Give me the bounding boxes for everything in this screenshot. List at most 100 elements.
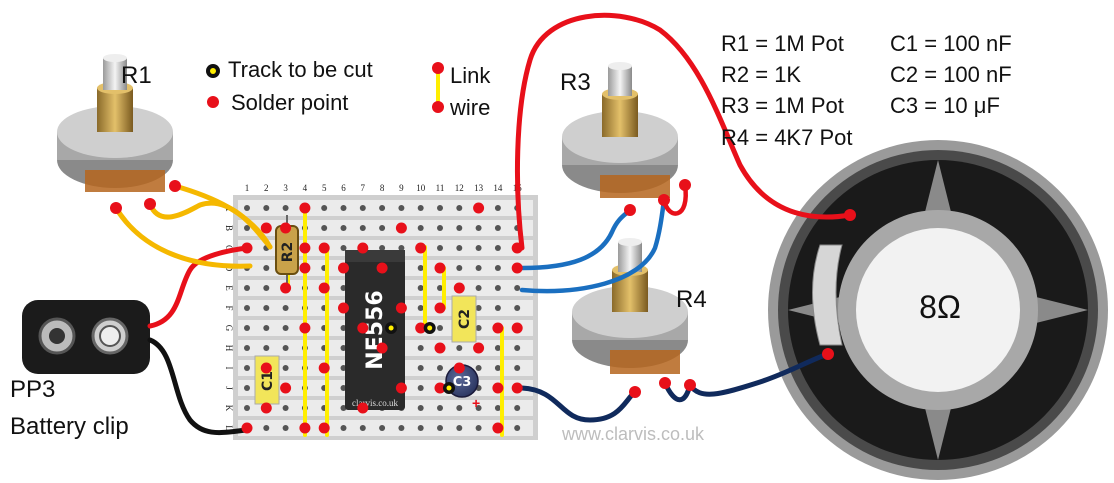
solder-point — [318, 242, 330, 254]
solder-point — [280, 222, 292, 234]
solder-point — [511, 382, 523, 394]
board-hole — [282, 325, 289, 331]
wire-battery-positive — [147, 245, 250, 329]
c1-body — [254, 355, 280, 405]
speaker: 8Ω — [768, 140, 1108, 480]
solder-point — [299, 322, 311, 334]
row-label: E — [224, 285, 234, 291]
legend-link-line2: wire — [449, 95, 490, 120]
solder-point — [357, 242, 369, 254]
c3-label: C3 — [453, 375, 472, 390]
board-hole — [263, 325, 270, 331]
battery-label-line1: PP3 — [10, 376, 55, 403]
legend: Track to be cut Solder point Link wire — [206, 57, 491, 120]
solder-point — [415, 322, 427, 334]
board-hole — [340, 425, 347, 431]
board-hole — [456, 265, 463, 271]
solder-point — [684, 379, 696, 391]
solder-point — [492, 382, 504, 394]
solder-point — [376, 342, 388, 354]
solder-point — [473, 342, 485, 354]
board-hole — [475, 265, 482, 271]
solder-point — [658, 194, 670, 206]
board-hole — [398, 425, 405, 431]
board-hole — [263, 265, 270, 271]
board-hole — [263, 345, 270, 351]
board-hole — [456, 245, 463, 251]
wire-battery-negative — [147, 337, 250, 436]
battery-label-line2: Battery clip — [10, 413, 129, 440]
solder-point — [280, 382, 292, 394]
board-hole — [263, 305, 270, 311]
legend-solder-icon — [207, 96, 219, 108]
solder-point — [492, 422, 504, 434]
solder-point — [260, 402, 272, 414]
board-hole — [494, 405, 501, 411]
row-label: G — [224, 325, 234, 332]
board-hole — [514, 365, 521, 371]
board-hole — [379, 225, 386, 231]
board-hole — [417, 365, 424, 371]
board-hole — [244, 405, 250, 411]
track-cuts — [385, 322, 455, 394]
row-label: H — [224, 345, 234, 352]
solder-point — [844, 209, 856, 221]
potentiometer-r1 — [57, 54, 173, 192]
speaker-terminal-board — [812, 244, 843, 346]
board-hole — [340, 205, 347, 211]
board-hole — [494, 265, 501, 271]
solder-point — [299, 242, 311, 254]
board-hole — [417, 305, 424, 311]
solder-point — [679, 179, 691, 191]
wire-r4-speaker — [662, 351, 831, 403]
column-label: 14 — [493, 183, 503, 193]
board-hole — [456, 425, 463, 431]
capacitor-c2: C2 — [451, 295, 477, 343]
board-hole — [359, 425, 366, 431]
row-label: L — [224, 425, 234, 431]
c2-label: C2 — [457, 309, 473, 329]
wire-speaker-positive — [514, 12, 853, 251]
board-hole — [494, 245, 501, 251]
board-hole — [475, 225, 482, 231]
board-hole — [282, 425, 289, 431]
track-cut-center — [446, 385, 452, 391]
row-label: F — [224, 305, 234, 310]
board-hole — [417, 285, 424, 291]
ic-credit: clarvis.co.uk — [352, 398, 398, 408]
track-cut-center — [427, 325, 433, 331]
board-hole — [417, 265, 424, 271]
solder-point — [318, 422, 330, 434]
solder-point — [473, 202, 485, 214]
legend-solder: Solder point — [231, 90, 348, 115]
column-label: 9 — [399, 183, 404, 193]
board-hole — [475, 425, 482, 431]
board-hole — [379, 205, 386, 211]
c2-body — [451, 295, 477, 343]
parts-r2: R2 = 1K — [721, 62, 801, 87]
board-hole — [494, 305, 501, 311]
solder-point — [318, 282, 330, 294]
board-hole — [437, 365, 443, 371]
solder-point — [434, 342, 446, 354]
board-hole — [379, 425, 386, 431]
solder-point — [492, 322, 504, 334]
website-watermark: www.clarvis.co.uk — [561, 424, 705, 444]
solder-point — [659, 377, 671, 389]
board-hole — [475, 245, 482, 251]
board-hole — [514, 405, 521, 411]
column-label: 4 — [303, 183, 308, 193]
solder-point — [434, 262, 446, 274]
battery-clip — [22, 300, 150, 374]
legend-link-line1: Link — [450, 63, 491, 88]
board-hole — [379, 245, 386, 251]
solder-point — [241, 422, 253, 434]
board-hole — [456, 405, 463, 411]
wire-r1-lug3 — [172, 183, 273, 250]
solder-point — [338, 302, 349, 314]
solder-point — [822, 348, 834, 360]
board-hole — [494, 345, 501, 351]
solder-point — [395, 382, 407, 394]
